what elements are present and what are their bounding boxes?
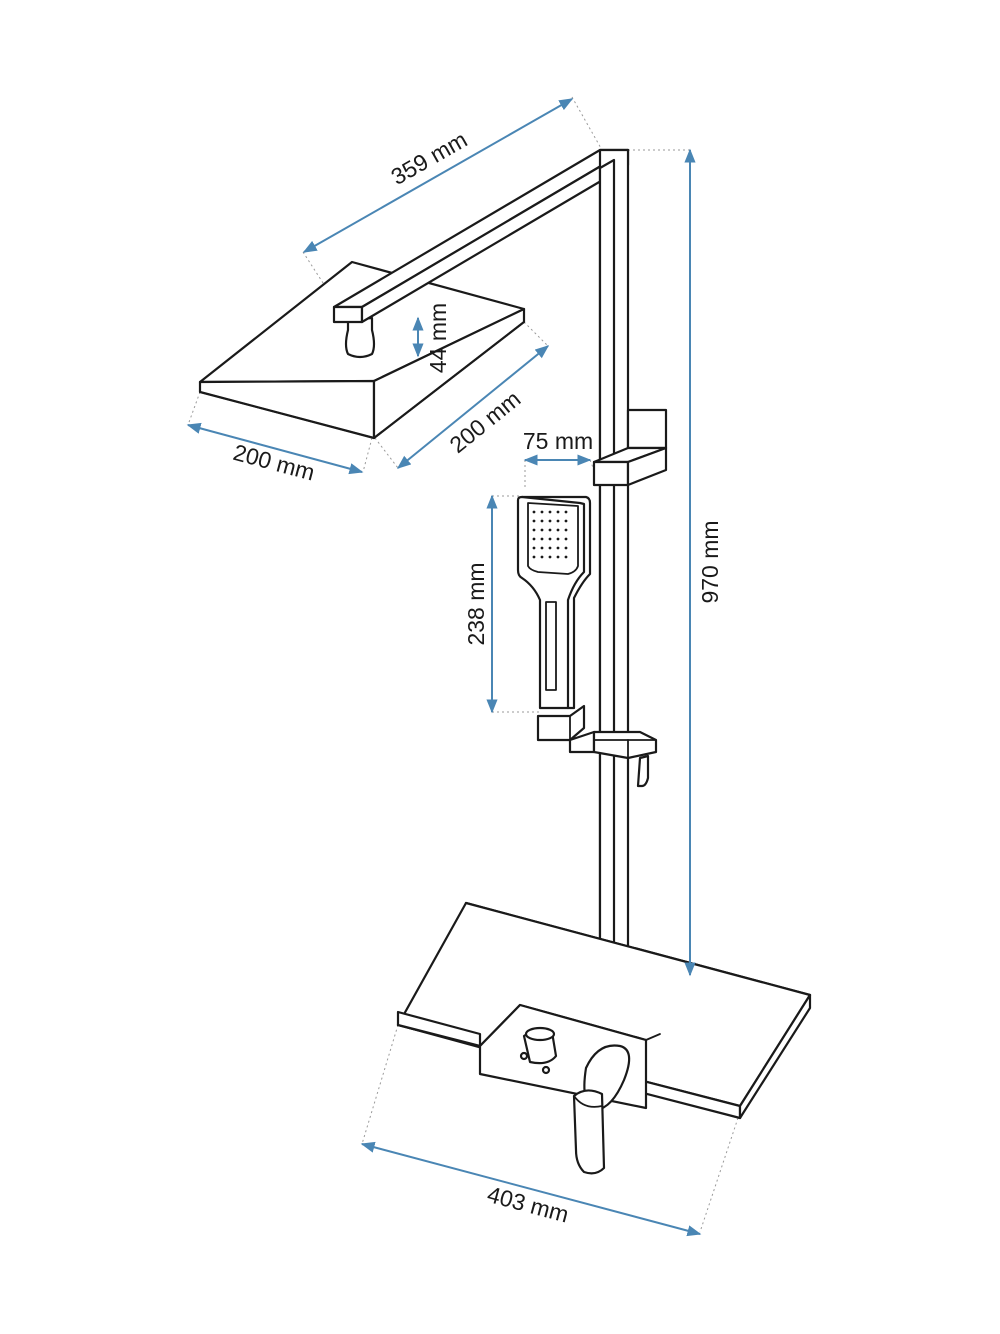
head-connector [344, 316, 376, 359]
label-handshower-offset: 75 mm [523, 428, 593, 454]
hand-shower-holder [536, 704, 658, 788]
dim-line-head-depth [396, 345, 550, 469]
label-head-height: 44 mm [425, 303, 451, 373]
dim-line-shelf [360, 1141, 702, 1237]
label-head-width: 200 mm [231, 439, 318, 486]
spray-nozzles [532, 510, 568, 559]
label-handshower-length: 238 mm [463, 562, 489, 645]
dimension-lines [186, 98, 702, 1237]
riser-pipe [598, 148, 630, 987]
hand-shower [516, 495, 592, 710]
shelf-mixer [396, 901, 812, 1175]
dim-line-head-width [186, 422, 364, 475]
slider-block-upper [592, 408, 668, 487]
label-total-height: 970 mm [697, 520, 723, 603]
dim-line-arm [302, 98, 574, 253]
